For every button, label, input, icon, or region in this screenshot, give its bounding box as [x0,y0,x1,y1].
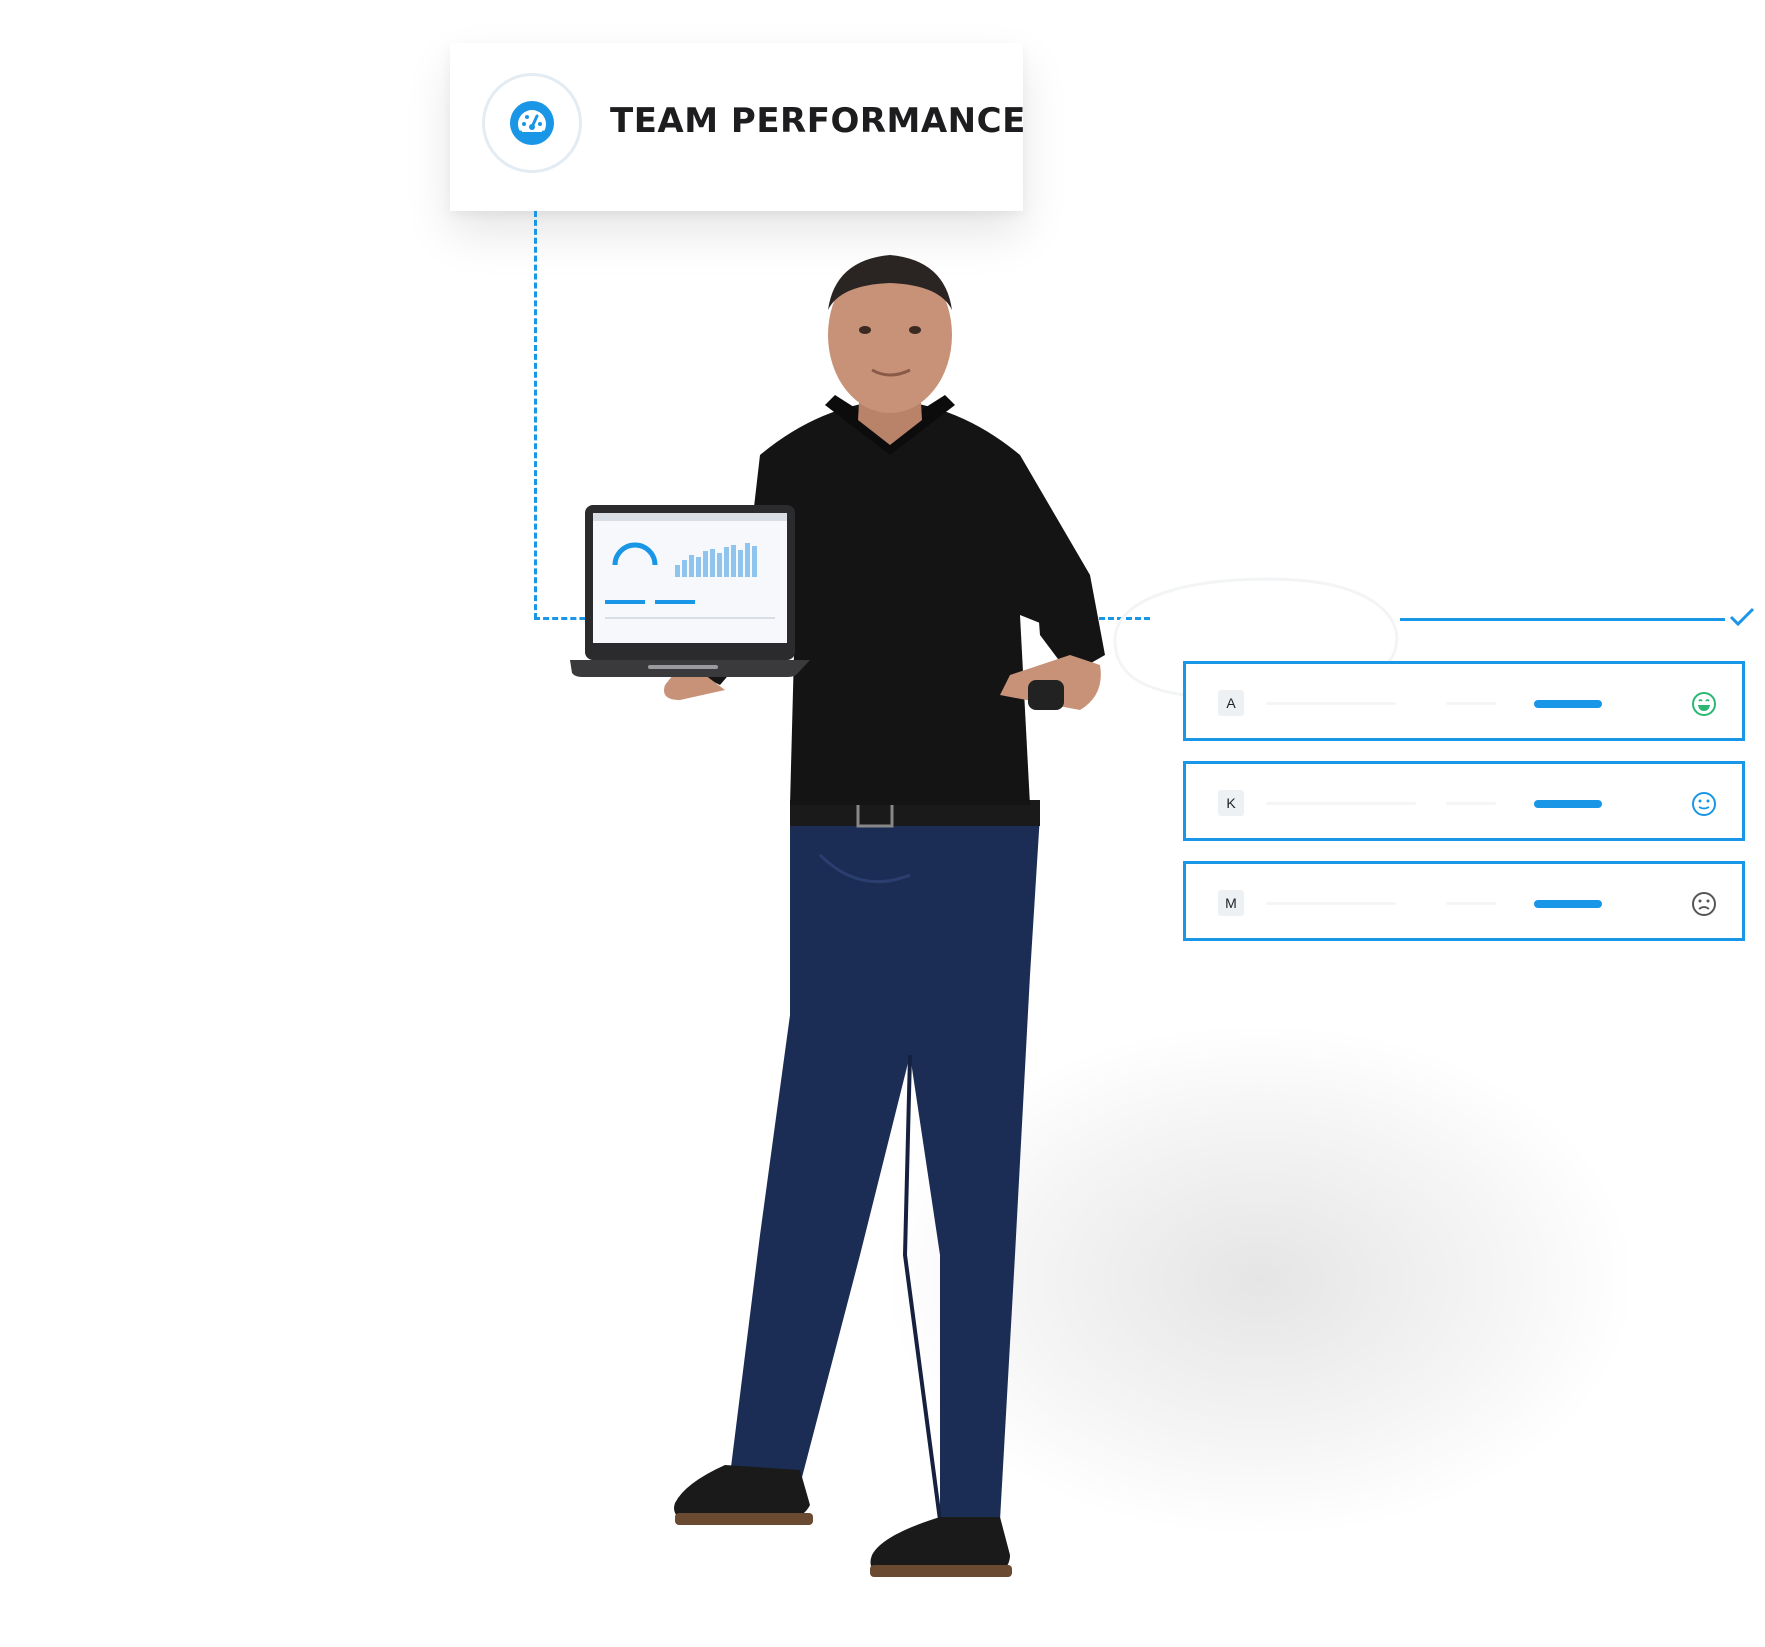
initial-badge: M [1218,890,1244,916]
initial-badge: K [1218,790,1244,816]
card-title: TEAM PERFORMANCE [610,101,1026,141]
connector-vertical [534,211,537,619]
team-performance-card: TEAM PERFORMANCE [450,43,1026,211]
score-bar [1534,700,1602,708]
check-icon [1729,607,1755,627]
score-row: M [1183,861,1745,941]
score-bar [1534,900,1602,908]
happy-face-icon [1692,692,1716,716]
initial-badge: A [1218,690,1244,716]
row-placeholder [1446,702,1496,705]
score-row: K [1183,761,1745,841]
sad-face-icon [1692,892,1716,916]
row-placeholder [1446,802,1496,805]
connector-right-dashed [1090,617,1150,620]
row-placeholder [1266,702,1396,705]
connector-right-solid [1400,618,1725,621]
row-placeholder [1446,902,1496,905]
row-placeholder [1266,802,1416,805]
person-with-laptop [570,255,1105,1577]
faded-graphic [1113,577,1399,700]
speedometer-icon [482,73,582,173]
score-bar [1534,800,1602,808]
score-row: A [1183,661,1745,741]
neutral-face-icon [1692,792,1716,816]
row-placeholder [1266,902,1396,905]
